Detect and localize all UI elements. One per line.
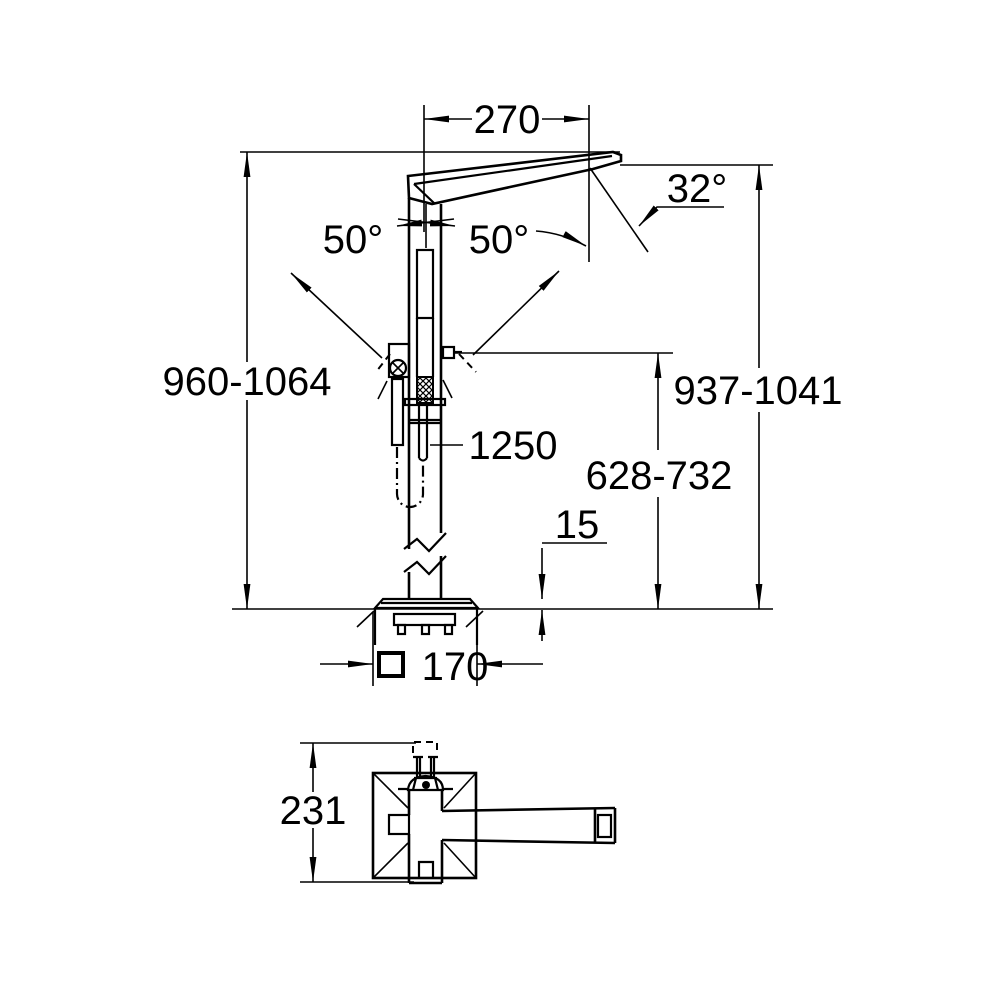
dim-base-plate-size: 170 bbox=[320, 612, 543, 689]
floor-and-base bbox=[232, 597, 773, 645]
dim-spout-angle-label: 32° bbox=[667, 167, 728, 211]
dim-plan-depth: 231 bbox=[280, 742, 416, 883]
plan-base-plate bbox=[371, 771, 478, 880]
plan-body bbox=[387, 790, 444, 885]
dim-escutcheon-height-label: 15 bbox=[555, 503, 600, 547]
dim-outlet-height: 937-1041 bbox=[620, 164, 843, 609]
dim-hose-length-label: 1250 bbox=[469, 424, 558, 468]
dim-spout-reach-label: 270 bbox=[474, 98, 541, 142]
dim-swivel-left: 50° bbox=[290, 218, 384, 359]
riser-column bbox=[403, 198, 447, 599]
side-connection-fitting bbox=[375, 345, 477, 400]
hand-shower bbox=[387, 342, 429, 462]
front-view: 270 32° 50° 50° 960-1064 bbox=[162, 98, 842, 689]
dim-escutcheon-height: 15 bbox=[538, 503, 607, 641]
plan-spout bbox=[441, 806, 617, 845]
dim-overall-height-label: 960-1064 bbox=[162, 360, 331, 404]
dim-side-connection-height-label: 628-732 bbox=[586, 454, 733, 498]
dim-plan-depth-label: 231 bbox=[280, 789, 347, 833]
dim-spout-angle: 32° bbox=[589, 167, 728, 253]
dim-spout-reach: 270 bbox=[423, 98, 590, 262]
dim-base-plate-size-label: 170 bbox=[422, 645, 489, 689]
dim-side-connection-height: 628-732 bbox=[455, 352, 733, 609]
dim-swivel-right-label: 50° bbox=[469, 218, 530, 262]
dim-hose-length: 1250 bbox=[430, 424, 557, 468]
plan-handle bbox=[398, 741, 453, 792]
shower-hose bbox=[395, 447, 425, 509]
square-symbol-icon bbox=[377, 651, 405, 678]
dim-overall-height: 960-1064 bbox=[162, 151, 620, 609]
swivel-cross-arrows bbox=[396, 218, 456, 227]
dim-outlet-height-label: 937-1041 bbox=[673, 369, 842, 413]
dim-swivel-left-label: 50° bbox=[323, 218, 384, 262]
dim-swivel-right: 50° bbox=[469, 218, 587, 356]
plan-view: 231 bbox=[280, 741, 617, 885]
